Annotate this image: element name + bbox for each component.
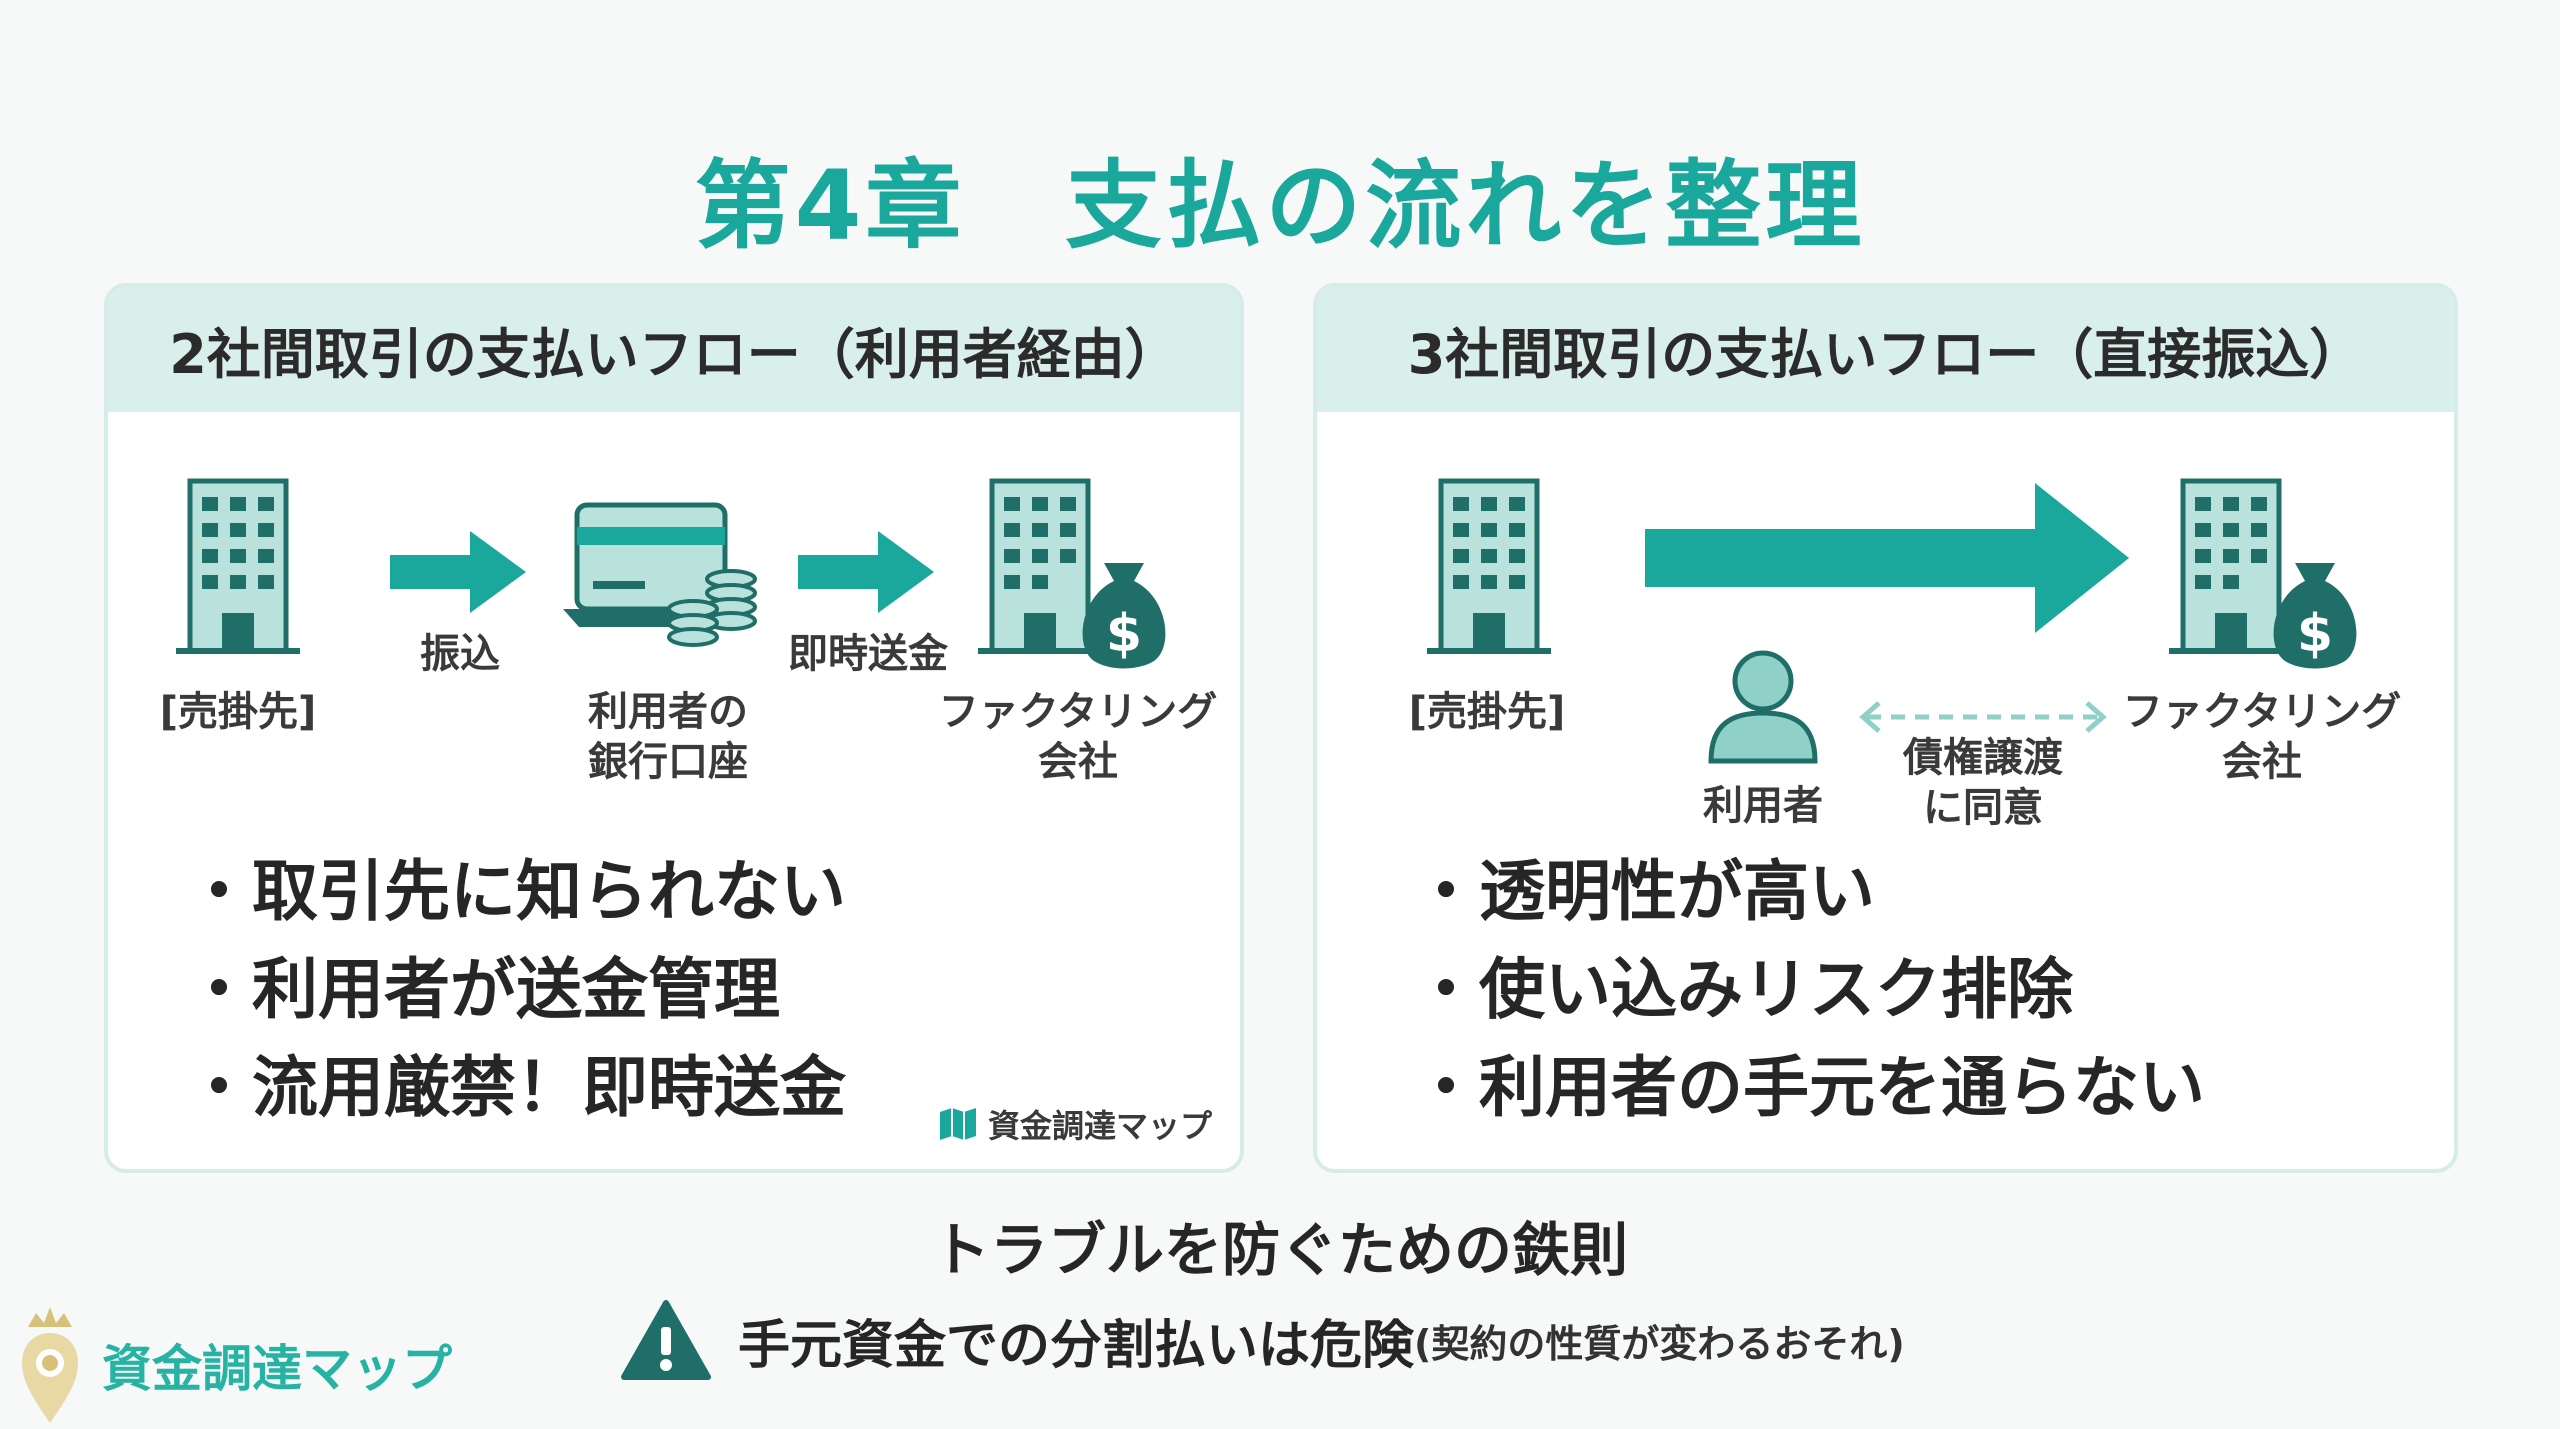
warning-icon — [621, 1300, 711, 1380]
brand-logo: 資金調達マップ — [18, 1305, 452, 1425]
arrow-right-icon — [390, 531, 526, 613]
factoring-company-icon: $ — [978, 478, 1166, 669]
watermark-text: 資金調達マップ — [987, 1107, 1212, 1145]
bullet-item: 利用者が送金管理 — [186, 941, 846, 1039]
brand-name: 資金調達マップ — [102, 1340, 452, 1398]
map-icon — [939, 1108, 976, 1140]
consent-label-line1: 債権譲渡 — [1903, 735, 2063, 781]
building-icon — [1427, 478, 1551, 654]
three-party-flow-panel: 3社間取引の支払いフロー（直接振込） [売掛先] 利用者 債権譲渡 に同意 — [1313, 283, 2458, 1173]
watermark: 資金調達マップ — [938, 1101, 1212, 1147]
crown-pin-logo-icon — [22, 1307, 78, 1423]
bullet-item: 使い込みリスク排除 — [1413, 941, 2205, 1039]
warning-main-text: 手元資金での分割払いは危険 — [738, 1315, 1415, 1376]
consent-label-line2: に同意 — [1923, 785, 2043, 831]
warning-sub-text: (契約の性質が変わるおそれ) — [1414, 1321, 1905, 1366]
user-person-icon — [1708, 650, 1818, 764]
transfer-label: 振込 — [420, 631, 500, 677]
seller-label: [売掛先] — [159, 689, 317, 735]
factoring-label-line2: 会社 — [2222, 739, 2302, 785]
factoring-company-icon: $ — [2169, 478, 2357, 669]
factoring-label-line1: ファクタリング — [2122, 689, 2402, 735]
factoring-label-line1: ファクタリング — [938, 689, 1218, 735]
two-party-bullet-list: 取引先に知られない 利用者が送金管理 流用厳禁！即時送金 — [186, 843, 846, 1137]
consent-double-arrow-icon — [1859, 701, 2107, 733]
svg-text:$: $ — [1106, 604, 1142, 664]
bullet-item: 流用厳禁！即時送金 — [186, 1039, 846, 1137]
building-icon — [176, 478, 300, 654]
three-party-bullet-list: 透明性が高い 使い込みリスク排除 利用者の手元を通らない — [1413, 843, 2205, 1137]
bullet-item: 透明性が高い — [1413, 843, 2205, 941]
user-label: 利用者 — [1703, 783, 1823, 829]
bullet-item: 取引先に知られない — [186, 843, 846, 941]
direct-transfer-arrow-icon — [1645, 483, 2129, 633]
three-party-flow-header: 3社間取引の支払いフロー（直接振込） — [1317, 287, 2454, 412]
rule-title: トラブルを防ぐための鉄則 — [931, 1216, 1628, 1284]
factoring-label-line2: 会社 — [1038, 739, 1118, 785]
svg-text:$: $ — [2297, 604, 2333, 664]
bullet-item: 利用者の手元を通らない — [1413, 1039, 2205, 1137]
warning-line: 手元資金での分割払いは危険 (契約の性質が変わるおそれ) — [620, 1295, 1905, 1385]
arrow-right-icon — [798, 531, 934, 613]
instant-remit-label: 即時送金 — [788, 631, 948, 677]
bank-card-icon — [563, 502, 757, 647]
two-party-flow-header: 2社間取引の支払いフロー（利用者経由） — [108, 287, 1240, 412]
user-bank-label-line1: 利用者の — [588, 689, 748, 735]
two-party-flow-panel: 2社間取引の支払いフロー（利用者経由） [売掛先] 振込 利用者の 銀行口座 即… — [104, 283, 1244, 1173]
user-bank-label-line2: 銀行口座 — [588, 739, 748, 785]
page-title: 第4章 支払の流れを整理 — [694, 150, 1866, 262]
seller-label: [売掛先] — [1408, 689, 1566, 735]
